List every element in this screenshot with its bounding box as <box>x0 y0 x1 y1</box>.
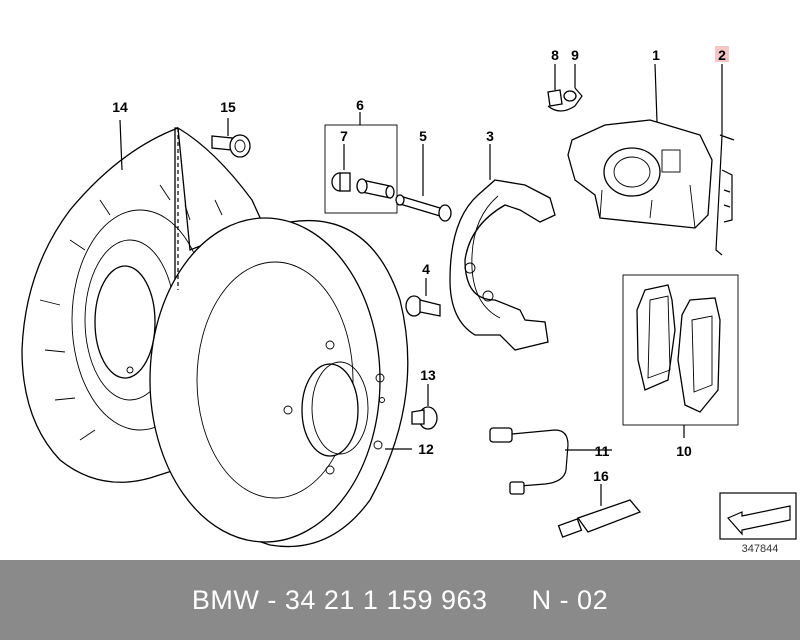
callout-16: 16 <box>593 468 609 484</box>
brake-disc-part <box>149 217 409 548</box>
bolt-part-13 <box>411 406 438 430</box>
reference-number: 347844 <box>742 543 779 555</box>
grease-tube-part <box>557 499 642 538</box>
callout-6: 6 <box>356 97 364 113</box>
wear-sensor-part <box>489 427 569 495</box>
arrow-icon <box>727 505 791 536</box>
callout-3: 3 <box>486 128 494 144</box>
callout-8: 8 <box>551 47 559 63</box>
bolt-part-4 <box>405 295 441 317</box>
callout-2-highlight <box>715 46 729 62</box>
part-number-text: BMW - 34 21 1 159 963 <box>191 584 488 615</box>
callout-13: 13 <box>420 367 436 383</box>
caliper-carrier-part <box>449 179 556 351</box>
callout-10: 10 <box>676 443 692 459</box>
callout-14: 14 <box>112 99 128 115</box>
callout-2: 2 <box>718 47 726 63</box>
retaining-spring-part <box>715 134 735 256</box>
callout-12: 12 <box>418 441 434 457</box>
exploded-brake-assembly: 14 15 6 7 5 3 4 13 12 11 16 10 1 2 8 9 3… <box>21 46 797 555</box>
reference-box: 347844 <box>719 492 797 555</box>
guide-bolt-kit-group <box>324 124 398 214</box>
guide-bolt-part <box>395 194 452 222</box>
bolt-part-15 <box>211 134 251 158</box>
callout-15: 15 <box>220 99 236 115</box>
callout-9: 9 <box>571 47 579 63</box>
part-number-footer: BMW - 34 21 1 159 963 N - 02 <box>0 560 800 640</box>
callout-labels: 14 15 6 7 5 3 4 13 12 11 16 10 1 2 8 9 <box>112 46 729 484</box>
bleed-screw-parts <box>547 87 583 112</box>
callout-5: 5 <box>419 128 427 144</box>
callout-7: 7 <box>340 128 348 144</box>
callout-11: 11 <box>595 443 610 459</box>
brake-pad-set-part <box>622 274 739 426</box>
callout-1: 1 <box>652 47 660 63</box>
callout-4: 4 <box>422 261 430 277</box>
leader-lines <box>119 63 723 506</box>
brake-caliper-part <box>567 119 713 229</box>
page-code-text: N - 02 <box>531 584 609 615</box>
parts-diagram: 14 15 6 7 5 3 4 13 12 11 16 10 1 2 8 9 3… <box>21 46 797 555</box>
